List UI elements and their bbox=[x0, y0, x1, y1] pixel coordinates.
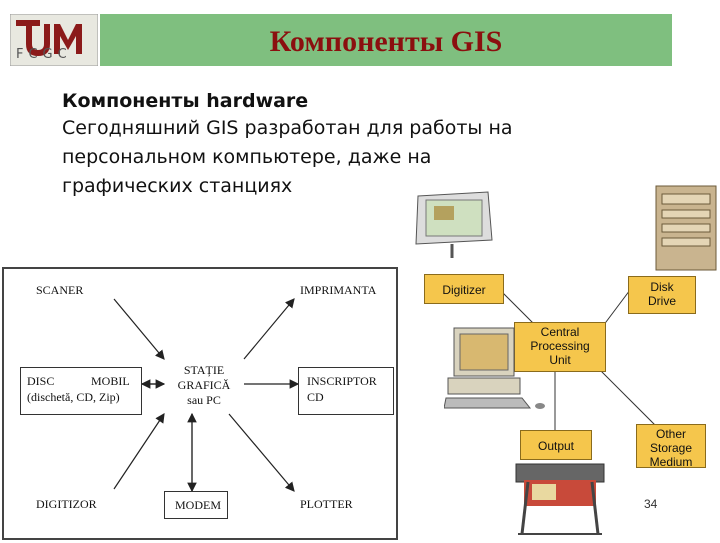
modem-box: MODEM bbox=[164, 491, 228, 519]
disk-drive-box: Disk Drive bbox=[628, 276, 696, 314]
other-storage-box: Other Storage Medium bbox=[636, 424, 706, 469]
cpu-box: Central Processing Unit bbox=[514, 322, 606, 372]
drive-label: Drive bbox=[647, 294, 676, 308]
paragraph-line-3: графических станциях bbox=[62, 175, 293, 197]
disc-mobil-box: DISC MOBIL (dischetă, CD, Zip) bbox=[20, 367, 142, 415]
disc-sub-label: (dischetă, CD, Zip) bbox=[27, 390, 120, 404]
disk-label: Disk bbox=[650, 280, 674, 294]
output-box: Output bbox=[520, 430, 592, 460]
paragraph-line-2: персональном компьютере, даже на bbox=[62, 146, 432, 168]
statie-grafica-node: STAȚIE GRAFICĂ sau PC bbox=[162, 363, 246, 415]
digitizer-tablet-icon bbox=[408, 190, 494, 260]
modem-label: MODEM bbox=[175, 498, 222, 512]
plotter-printer-icon bbox=[512, 462, 608, 538]
cpu-label-3: Unit bbox=[549, 353, 571, 367]
pc-computer-icon bbox=[443, 326, 548, 412]
disc-label: DISC bbox=[27, 374, 55, 388]
sau-pc-label: sau PC bbox=[187, 393, 221, 407]
section-subtitle: Компоненты hardware bbox=[62, 90, 309, 112]
storage-label-3: Medium bbox=[649, 455, 693, 469]
paragraph-line-1: Сегодняшний GIS разработан для работы на bbox=[62, 117, 513, 139]
scaner-label: SCANER bbox=[36, 283, 84, 297]
page-title: Компоненты GIS bbox=[269, 25, 503, 58]
grafica-label: GRAFICĂ bbox=[177, 378, 231, 392]
statie-label: STAȚIE bbox=[183, 363, 225, 377]
plotter-label: PLOTTER bbox=[300, 497, 353, 511]
imprimanta-label: IMPRIMANTA bbox=[300, 283, 377, 297]
cpu-label-2: Processing bbox=[530, 339, 590, 353]
inscriptor-label: INSCRIPTOR bbox=[307, 374, 377, 388]
logo-text: FCGC bbox=[16, 47, 72, 62]
hardware-diagram: SCANER IMPRIMANTA DISC MOBIL (dischetă, … bbox=[2, 267, 398, 540]
page-number: 34 bbox=[644, 497, 658, 511]
digitizor-label: DIGITIZOR bbox=[36, 497, 97, 511]
storage-label-1: Other bbox=[655, 427, 686, 441]
logo bbox=[9, 13, 99, 67]
mobil-label: MOBIL bbox=[91, 374, 130, 388]
inscriptor-box: INSCRIPTOR CD bbox=[298, 367, 394, 415]
output-label: Output bbox=[537, 439, 575, 453]
storage-label-2: Storage bbox=[649, 441, 693, 455]
utm-logo-icon bbox=[9, 13, 99, 67]
disk-drive-icon bbox=[652, 184, 720, 272]
cpu-label-1: Central bbox=[540, 325, 580, 339]
title-bar bbox=[100, 14, 672, 66]
digitizer-box: Digitizer bbox=[424, 274, 504, 304]
digitizer-label: Digitizer bbox=[442, 283, 486, 297]
cd-label: CD bbox=[307, 390, 324, 404]
diagram-arrows bbox=[113, 298, 300, 493]
